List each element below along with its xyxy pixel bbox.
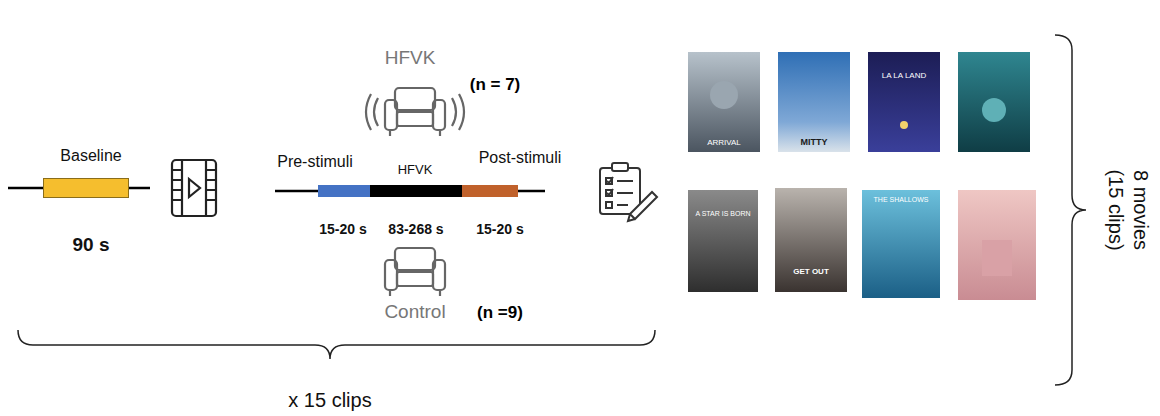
duration: 83-268 s: [388, 221, 443, 238]
phase-name: Baseline: [60, 146, 121, 165]
duration: 15-20 s: [319, 221, 366, 238]
sample-size: (n =9): [477, 303, 523, 323]
baseline-bar: Baseline90 s: [43, 178, 129, 198]
group-name: Control: [384, 301, 445, 324]
questionnaire-icon: [600, 163, 657, 221]
poster-title: A STAR IS BORN: [695, 210, 750, 218]
group-name: HFVK: [385, 47, 436, 70]
chair-icon: [385, 248, 445, 296]
movie-count: 8 movies: [1129, 170, 1153, 250]
poster-title: THE SHALLOWS: [874, 196, 929, 204]
duration: 90 s: [73, 234, 110, 257]
pre-stimuli-bar: Pre-stimuli15-20 s: [318, 185, 370, 197]
poster-title: MITTY: [801, 137, 828, 148]
hfvk-bar: HFVK83-268 s: [370, 185, 462, 197]
movie-posters: [688, 52, 1036, 300]
poster-title: ARRIVAL: [707, 138, 741, 148]
phase-name: Post-stimuli: [479, 148, 562, 167]
brace: [1055, 35, 1086, 385]
vibrating-chair-icon: [366, 88, 464, 136]
clip-count: (15 clips): [1104, 169, 1128, 250]
phase-name: Pre-stimuli: [277, 152, 353, 171]
brace: [18, 330, 655, 359]
phase-name: HFVK: [398, 162, 433, 178]
sample-size: (n = 7): [470, 75, 521, 95]
poster-title: GET OUT: [793, 267, 829, 277]
poster-title: LA LA LAND: [882, 71, 926, 81]
duration: 15-20 s: [476, 221, 523, 238]
repeat-count: x 15 clips: [288, 388, 371, 412]
film-icon: [172, 160, 216, 216]
post-stimuli-bar: Post-stimuli15-20 s: [462, 185, 518, 197]
